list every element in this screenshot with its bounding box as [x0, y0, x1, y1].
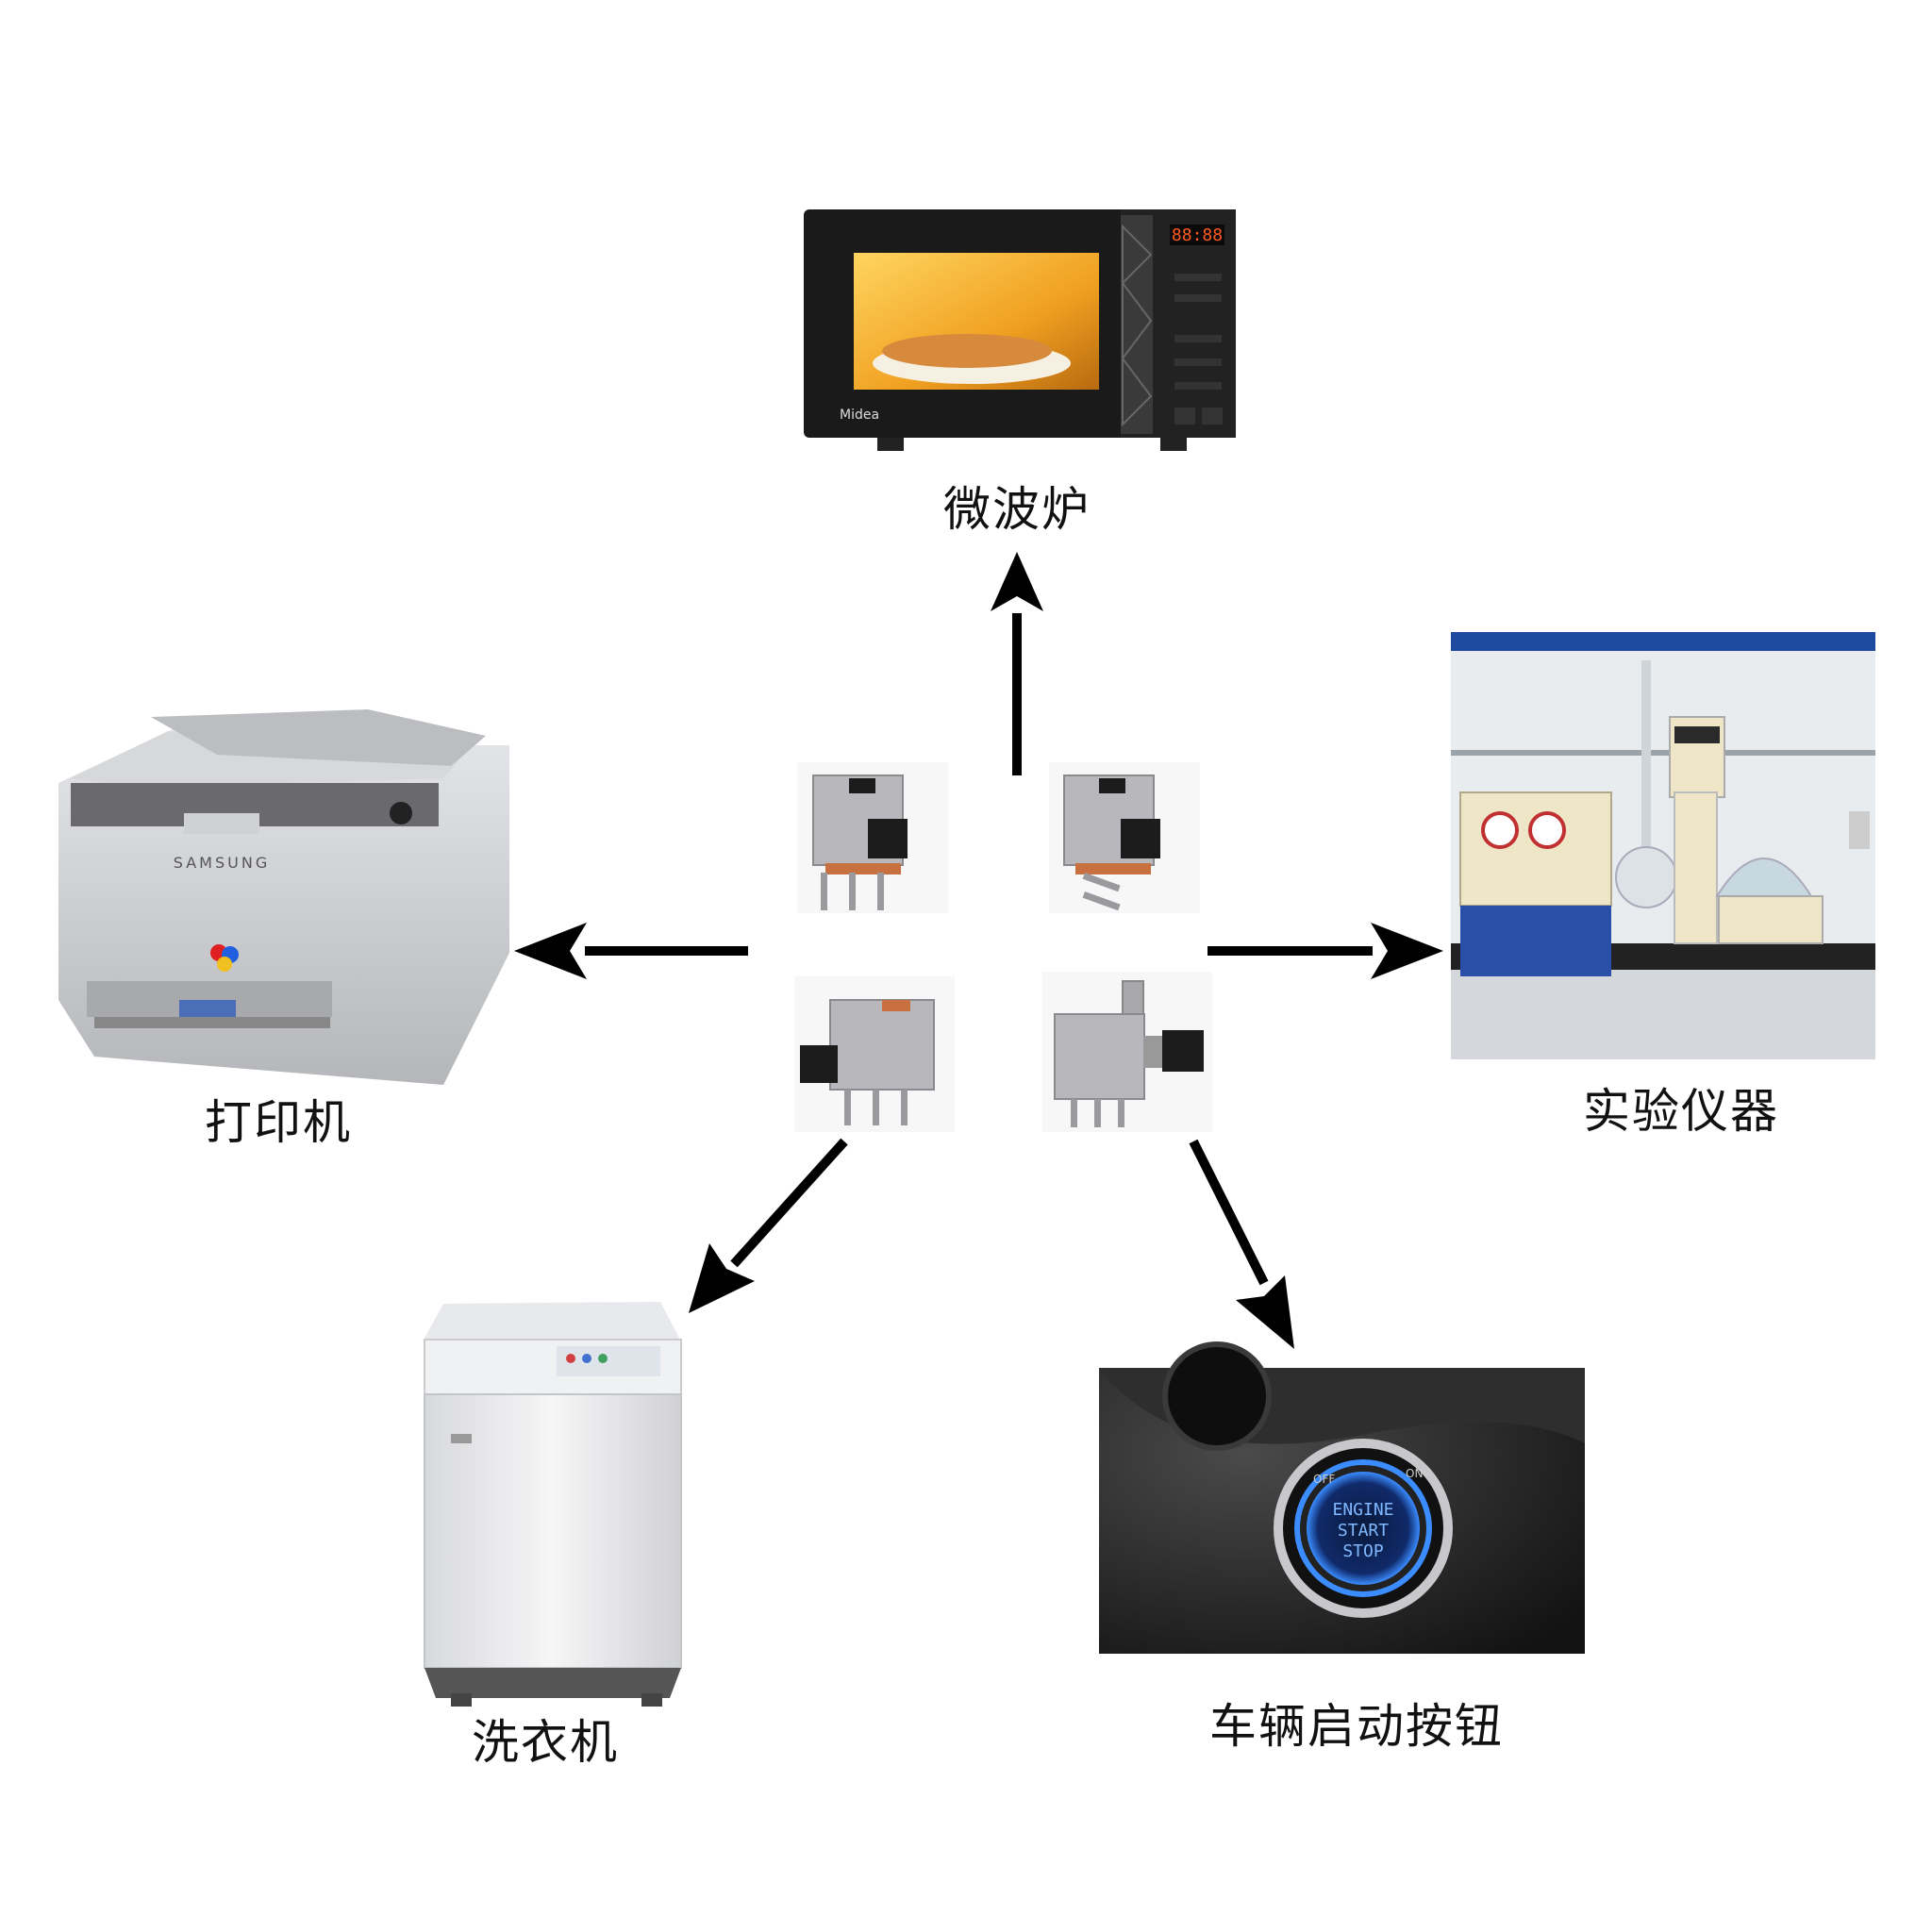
printer-image [58, 709, 509, 1085]
arrow-to-lab [1208, 923, 1443, 979]
arrow-to-washer [689, 1138, 848, 1313]
car-button-ring-off: OFF [1313, 1473, 1335, 1486]
lab-instruments-image [1451, 632, 1875, 1059]
printer-brand-text: SAMSUNG [174, 854, 270, 872]
arrow-to-car-button [1189, 1139, 1294, 1349]
car-button-line3: STOP [1342, 1541, 1384, 1561]
switch-top-left [797, 762, 948, 913]
washing-machine-image [423, 1302, 682, 1707]
arrow-to-microwave [991, 552, 1043, 775]
car-button-line2: START [1338, 1521, 1389, 1541]
arrow-to-printer [514, 923, 748, 979]
microwave-image [804, 209, 1236, 451]
microwave-brand-text: Midea [840, 408, 879, 423]
microwave-display-text: 88:88 [1172, 225, 1223, 245]
car-button-ring-on: ON [1406, 1467, 1423, 1480]
car-start-button-image [1099, 1341, 1585, 1654]
lab-instruments-label: 实验仪器 [1583, 1084, 1779, 1139]
microwave-label: 微波炉 [943, 482, 1091, 537]
car-start-button-label: 车辆启动按钮 [1209, 1699, 1504, 1754]
switch-top-right [1049, 762, 1200, 913]
switch-bottom-right [1042, 972, 1212, 1132]
switch-bottom-left [794, 976, 955, 1132]
printer-label: 打印机 [205, 1095, 352, 1150]
washing-machine-label: 洗衣机 [472, 1715, 619, 1770]
car-button-line1: ENGINE [1332, 1500, 1393, 1520]
